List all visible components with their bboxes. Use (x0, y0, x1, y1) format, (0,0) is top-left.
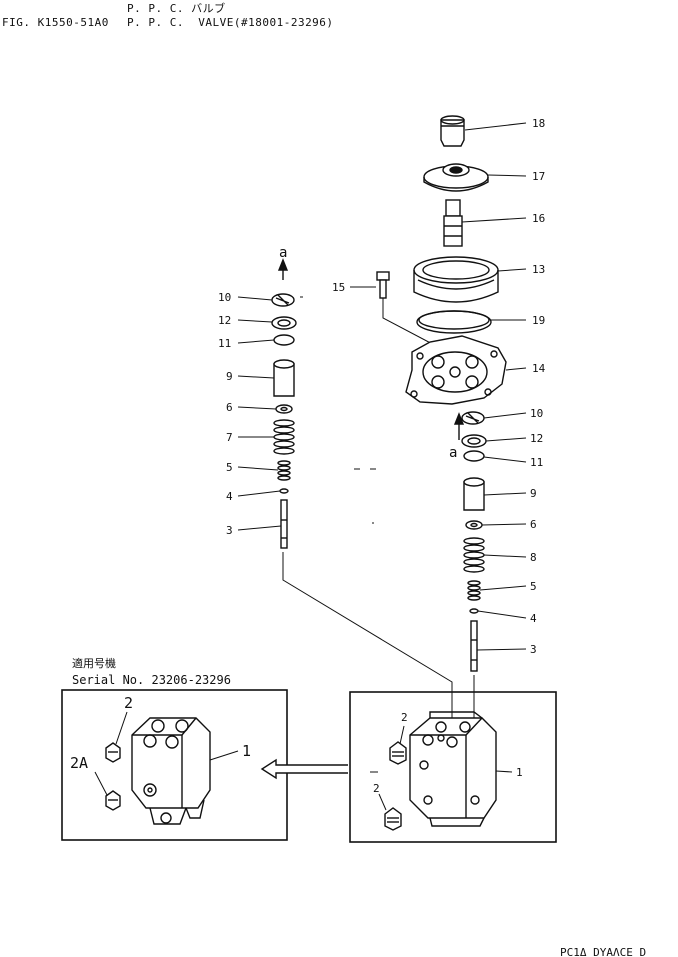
right-spring-5 (467, 580, 481, 601)
left-seal-10 (271, 293, 295, 307)
left-washer-6 (275, 404, 293, 414)
left-ring-12 (271, 316, 297, 330)
part-14-plate (405, 335, 507, 405)
figure-id: FIG. K1550-51A0 (2, 16, 109, 29)
right-spring-8 (463, 537, 485, 573)
reference-arrow (260, 758, 348, 780)
right-ring-11 (463, 450, 485, 462)
label-19: 19 (532, 314, 545, 327)
label-14: 14 (532, 362, 546, 375)
left-shim-4 (279, 488, 289, 494)
right-ring-12 (461, 434, 487, 448)
leader-lines (237, 122, 527, 651)
right-seal-10 (461, 411, 485, 425)
label-15: 15 (332, 281, 345, 294)
label-body-2-lower: 2 (373, 782, 380, 795)
figure-title: P. P. C. VALVE(#18001-23296) (127, 16, 334, 29)
valve-body-main (409, 711, 497, 827)
label-right-3: 3 (530, 643, 537, 656)
main-body-frame (349, 691, 557, 843)
right-shim-4 (469, 608, 479, 614)
label-right-4: 4 (530, 612, 537, 625)
label-16: 16 (532, 212, 545, 225)
left-stack-guide-line (282, 552, 453, 722)
inset-plug-2a (105, 790, 121, 811)
label-left-12: 12 (218, 314, 231, 327)
right-piston-9 (463, 477, 485, 511)
left-spring-7 (273, 419, 295, 455)
plug-2-lower (384, 807, 402, 831)
label-inset-1: 1 (242, 742, 251, 760)
part-16-plunger (443, 199, 463, 247)
label-right-12: 12 (530, 432, 543, 445)
valve-body-inset (131, 717, 211, 825)
label-right-9: 9 (530, 487, 537, 500)
label-right-5: 5 (530, 580, 537, 593)
right-spool-3 (470, 620, 478, 672)
label-left-3: 3 (226, 524, 233, 537)
part-13-cover (413, 256, 499, 303)
inset-label-serial: Serial No. 23206-23296 (72, 673, 231, 687)
part-19-oring (416, 310, 492, 334)
label-right-8: 8 (530, 551, 537, 564)
label-left-9: 9 (226, 370, 233, 383)
header-jp-title: P. P. C. バルブ (127, 2, 226, 15)
part-17-cap (423, 163, 489, 192)
stray-marks (300, 296, 378, 773)
label-18: 18 (532, 117, 545, 130)
label-arrow-a-right: a (449, 445, 457, 461)
arrow-a-left (277, 258, 289, 280)
label-left-11: 11 (218, 337, 231, 350)
left-piston-9 (273, 359, 295, 397)
inset-label-jp: 適用号機 (72, 656, 116, 670)
arrow-a-right (453, 412, 465, 440)
label-left-4: 4 (226, 490, 233, 503)
inset-plug-2 (105, 742, 121, 763)
label-inset-2a: 2A (70, 754, 88, 772)
label-inset-2: 2 (124, 694, 133, 712)
footer-code: PC1Δ DYAΛCE D (560, 946, 646, 957)
plug-2-upper (389, 741, 407, 765)
label-left-5: 5 (226, 461, 233, 474)
label-left-6: 6 (226, 401, 233, 414)
label-right-10: 10 (530, 407, 543, 420)
part-15-bolt (376, 271, 441, 349)
left-ring-11 (273, 334, 295, 346)
label-body-1: 1 (516, 766, 523, 779)
left-spool-3 (280, 499, 288, 549)
label-right-6: 6 (530, 518, 537, 531)
label-13: 13 (532, 263, 545, 276)
label-17: 17 (532, 170, 545, 183)
label-left-7: 7 (226, 431, 233, 444)
part-18-fitting (440, 115, 465, 147)
label-left-10: 10 (218, 291, 231, 304)
left-spring-5 (277, 460, 291, 481)
label-right-11: 11 (530, 456, 543, 469)
right-washer-6 (465, 520, 483, 530)
label-arrow-a-left: a (279, 245, 287, 261)
label-body-2-upper: 2 (401, 711, 408, 724)
